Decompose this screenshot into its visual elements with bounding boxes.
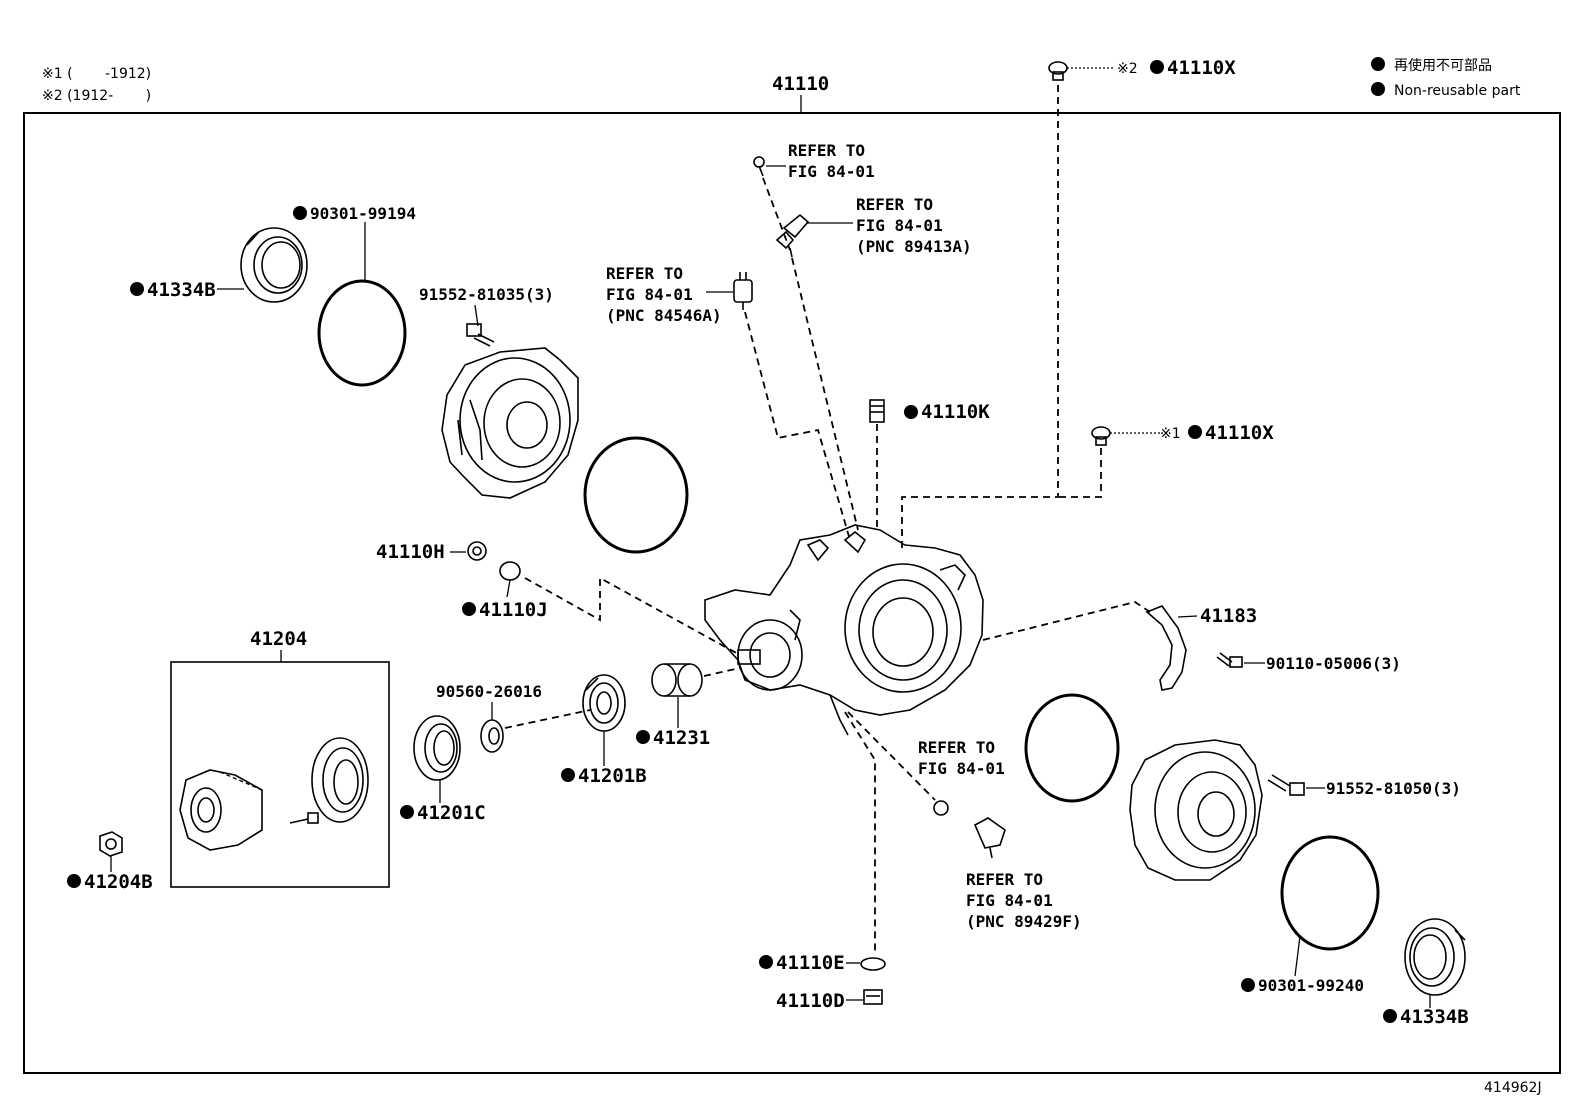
bearing-b-icon (582, 674, 626, 732)
temp-sensor-icon (973, 817, 1006, 859)
label-91552-81035[interactable]: 91552-81035(3) (419, 285, 554, 304)
washer-icon (480, 719, 504, 753)
label-41110E[interactable]: 41110E (776, 952, 845, 974)
label-41204B[interactable]: 41204B (84, 871, 153, 893)
vent-plug-x1-icon (1091, 426, 1111, 446)
pressure-sensor-icon (733, 272, 753, 310)
label-90110-05006[interactable]: 90110-05006(3) (1266, 654, 1401, 673)
note-1: ※1 ( -1912) (42, 66, 151, 82)
differential-carrier-icon (704, 524, 984, 736)
refer-top3-line3[interactable]: (PNC 84546A) (606, 306, 722, 325)
bolt-left-icon (466, 323, 495, 347)
label-41183[interactable]: 41183 (1200, 605, 1257, 627)
label-90560-26016[interactable]: 90560-26016 (436, 682, 542, 701)
label-x2-mark: ※2 (1117, 61, 1138, 77)
legend-dot-1 (1371, 57, 1385, 71)
drain-plug-icon (863, 989, 883, 1005)
refer-top1-line1[interactable]: REFER TO (788, 141, 865, 160)
bolt-right-icon (1267, 774, 1305, 796)
refer-top2-line1[interactable]: REFER TO (856, 195, 933, 214)
oring-right-icon (1280, 835, 1380, 951)
oil-seal-right-icon (1404, 918, 1466, 996)
legend-jp: 再使用不可部品 (1394, 57, 1492, 74)
label-41110H[interactable]: 41110H (376, 541, 445, 563)
label-41110X-mid[interactable]: 41110X (1205, 422, 1274, 444)
label-41110D[interactable]: 41110D (776, 990, 845, 1012)
refer-top1-line2[interactable]: FIG 84-01 (788, 162, 875, 181)
vent-plug-x2-icon (1048, 61, 1068, 81)
oring-mid-left-icon (583, 436, 689, 554)
plug-h-icon (467, 541, 487, 561)
oring-mid-right-icon (1024, 693, 1120, 803)
oil-seal-c-icon (413, 715, 461, 781)
label-41334B-right[interactable]: 41334B (1400, 1006, 1469, 1028)
refer-top3-line2[interactable]: FIG 84-01 (606, 285, 693, 304)
figure-id: 414962J (1484, 1080, 1542, 1096)
oil-seal-left-icon (240, 227, 308, 303)
label-41201C[interactable]: 41201C (417, 802, 486, 824)
dust-deflector-icon (311, 737, 369, 823)
diagram-frame (23, 112, 1561, 1074)
refer-top2-line3[interactable]: (PNC 89413A) (856, 237, 972, 256)
refer-top3-line1[interactable]: REFER TO (606, 264, 683, 283)
speed-sensor-top-icon (775, 213, 810, 258)
label-41204[interactable]: 41204 (250, 628, 307, 650)
oring-left-icon (317, 279, 407, 387)
gasket-j-icon (499, 561, 521, 581)
label-41334B-left[interactable]: 41334B (147, 279, 216, 301)
label-41231[interactable]: 41231 (653, 727, 710, 749)
label-41110J[interactable]: 41110J (479, 599, 548, 621)
housing-cover-left-icon (441, 347, 579, 499)
label-41201B[interactable]: 41201B (578, 765, 647, 787)
sub-assy-box (170, 661, 390, 888)
oring-small-icon (933, 800, 949, 816)
spacer-icon (651, 663, 703, 697)
legend-en: Non-reusable part (1394, 83, 1521, 99)
refer-bot-line3[interactable]: (PNC 89429F) (966, 912, 1082, 931)
refer-mid-line1[interactable]: REFER TO (918, 738, 995, 757)
plug-k-icon (869, 399, 885, 423)
label-x1-mark: ※1 (1160, 426, 1181, 442)
cover-41183-icon (1145, 605, 1187, 691)
refer-top2-line2[interactable]: FIG 84-01 (856, 216, 943, 235)
label-41110X-top[interactable]: 41110X (1167, 57, 1236, 79)
bolt-sensor-top-icon (753, 156, 765, 177)
refer-bot-line2[interactable]: FIG 84-01 (966, 891, 1053, 910)
nut-icon (99, 831, 123, 857)
note-2: ※2 (1912- ) (42, 88, 151, 104)
legend-dot-2 (1371, 82, 1385, 96)
refer-mid-line2[interactable]: FIG 84-01 (918, 759, 1005, 778)
refer-bot-line1[interactable]: REFER TO (966, 870, 1043, 889)
bolt-small-icon (1216, 652, 1243, 668)
housing-cover-right-icon (1129, 739, 1263, 881)
label-41110K[interactable]: 41110K (921, 401, 990, 423)
label-90301-99194[interactable]: 90301-99194 (310, 204, 416, 223)
bolt-flange-icon (289, 812, 319, 824)
label-90301-99240[interactable]: 90301-99240 (1258, 976, 1364, 995)
label-41110[interactable]: 41110 (772, 73, 829, 95)
companion-flange-icon (179, 769, 263, 851)
label-91552-81050[interactable]: 91552-81050(3) (1326, 779, 1461, 798)
gasket-e-icon (860, 957, 886, 971)
